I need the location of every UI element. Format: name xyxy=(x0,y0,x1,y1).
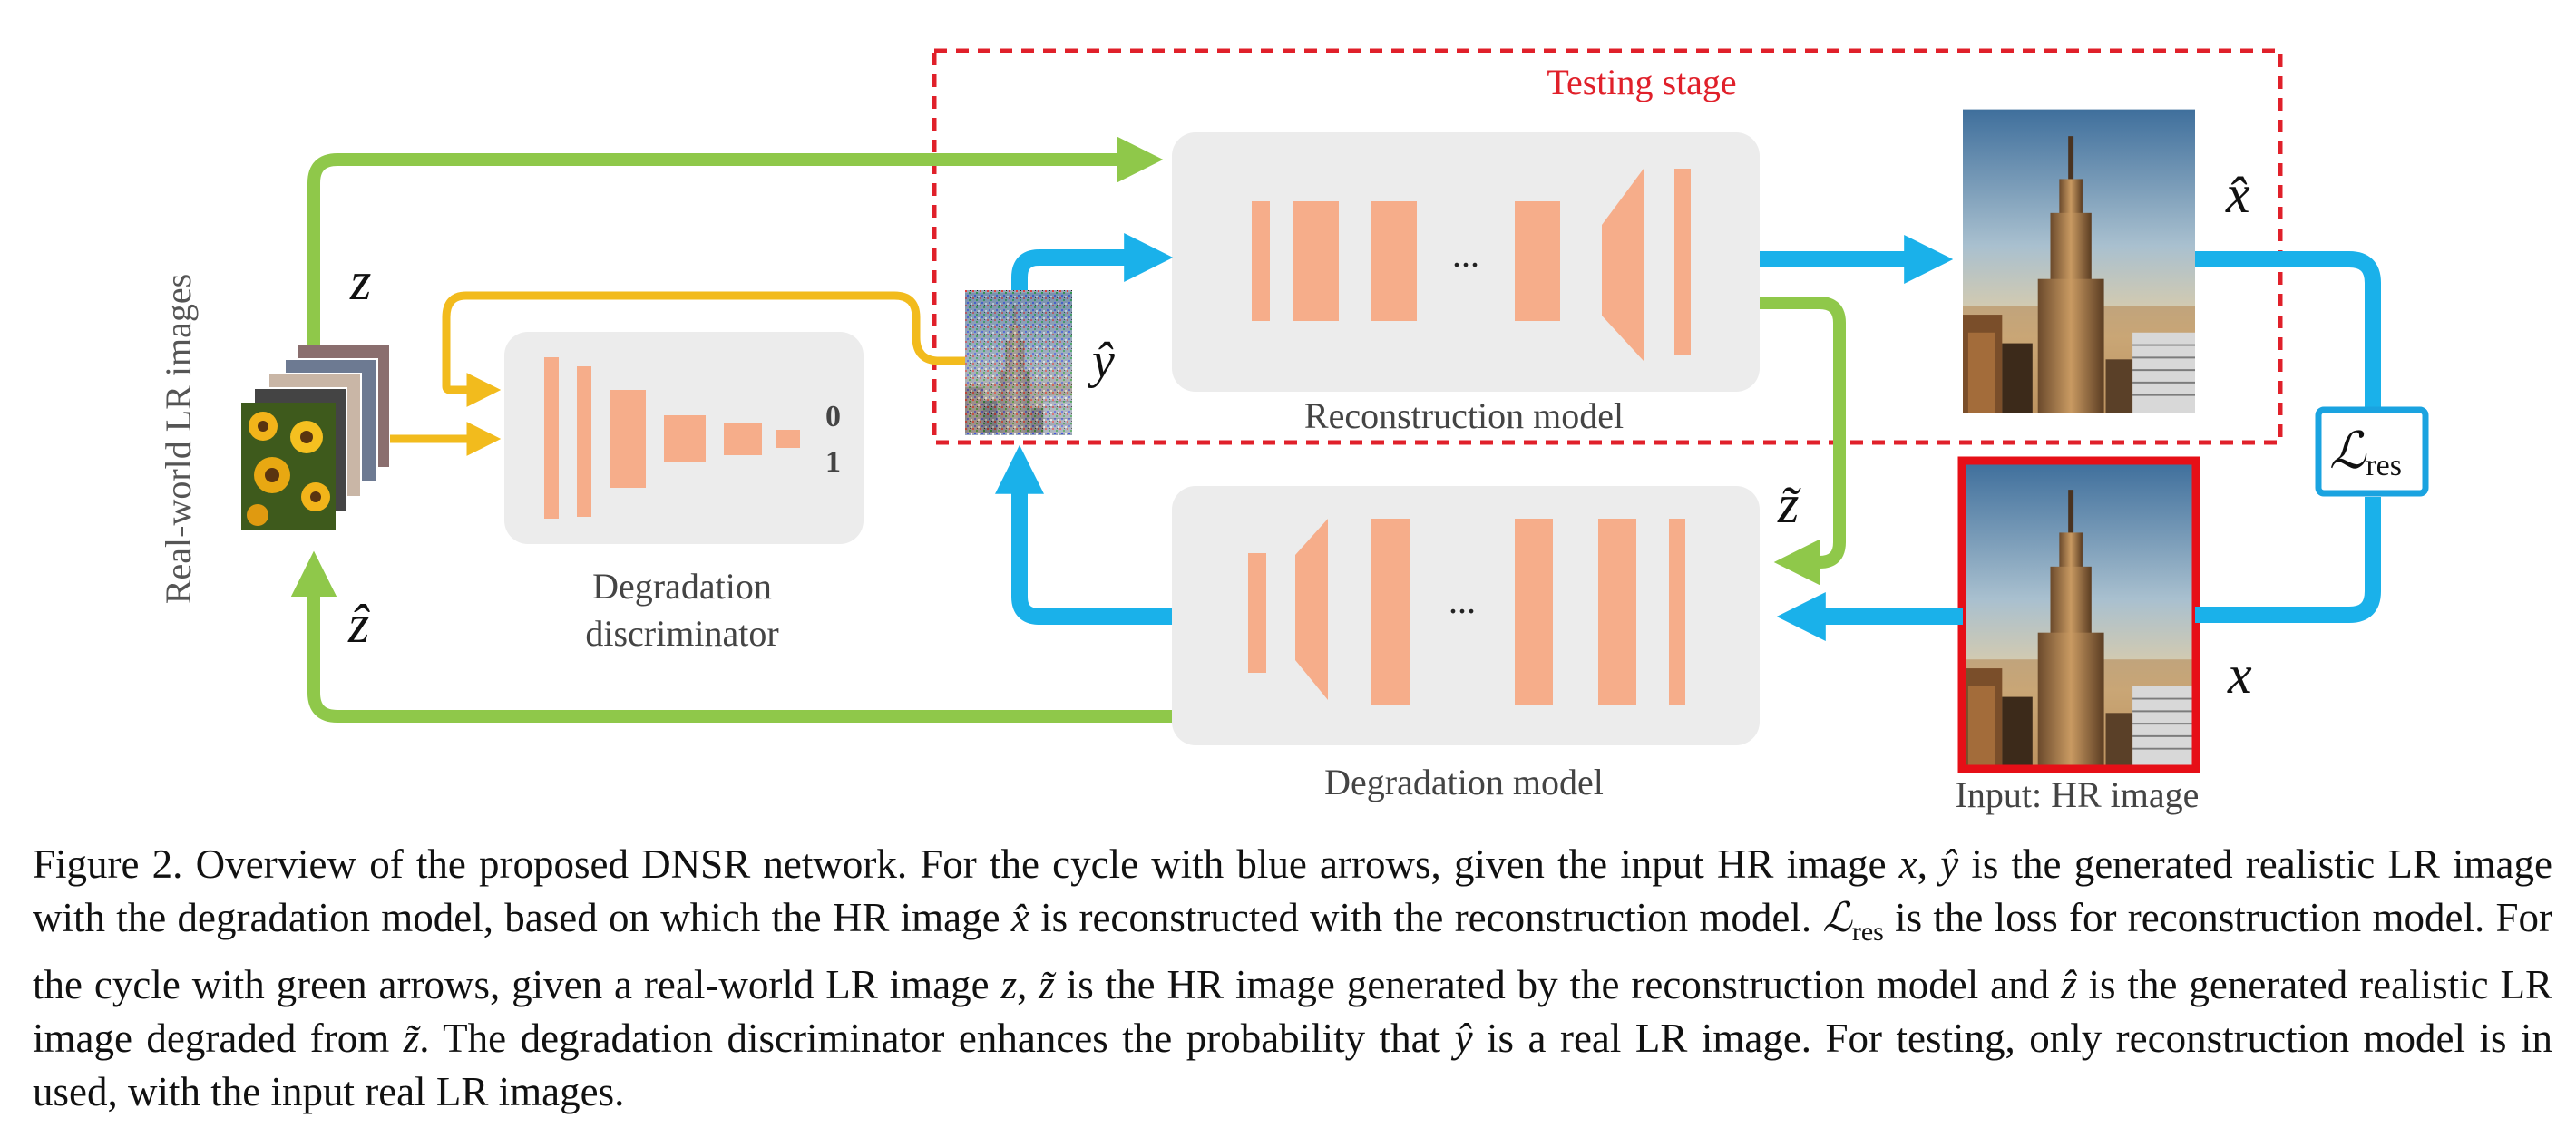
math-loss-sub: res xyxy=(1851,917,1884,947)
symbol-z-hat: ẑ xyxy=(347,594,370,654)
reconstruction-ellipsis: ... xyxy=(1452,234,1479,275)
blue-arrow-degradation-to-yhat xyxy=(995,444,1172,625)
symbol-z: z xyxy=(349,251,371,311)
discriminator-label-line2: discriminator xyxy=(585,613,778,654)
disc-output-0: 0 xyxy=(825,400,841,433)
discriminator-blocks xyxy=(544,357,800,519)
symbol-y-hat: ŷ xyxy=(1088,333,1115,389)
dnsr-overview-figure: Testing stage ... Reconstruction model .… xyxy=(158,48,2429,815)
blue-arrow-yhat-to-reconstruction xyxy=(1011,233,1174,290)
loss-symbol: ℒ xyxy=(2329,423,2367,480)
blue-arrow-xhat-to-loss xyxy=(2195,251,2381,408)
symbol-z-tilde: z̃ xyxy=(1777,474,1801,534)
reconstruction-blocks xyxy=(1252,169,1691,361)
green-arrow-z-to-reconstruction xyxy=(307,136,1164,345)
green-arrow-reconstruction-to-degradation xyxy=(1760,297,1846,586)
figure-caption: Figure 2. Overview of the proposed DNSR … xyxy=(33,841,2553,1114)
input-hr-label: Input: HR image xyxy=(1956,774,2200,815)
degradation-blocks xyxy=(1248,519,1685,705)
noisy-photo-icon xyxy=(965,290,1072,435)
math-y-hat-2: ŷ xyxy=(1454,1016,1473,1061)
tower-photo-icon xyxy=(1963,108,2195,414)
math-z-tilde-2: z̃ xyxy=(403,1016,420,1061)
math-loss: ℒ xyxy=(1822,895,1852,940)
yellow-arrow-yhat-to-discriminator xyxy=(442,291,965,407)
math-y-hat: ŷ xyxy=(1940,841,1959,887)
math-z-hat: ẑ xyxy=(2061,962,2077,1007)
blue-arrow-loss-to-x xyxy=(2195,497,2381,623)
degradation-model-label: Degradation model xyxy=(1324,762,1604,802)
loss-box: ℒres xyxy=(2315,406,2429,497)
degradation-ellipsis: ... xyxy=(1449,580,1476,621)
math-z: z xyxy=(1000,962,1018,1007)
reconstruction-model-label: Reconstruction model xyxy=(1304,395,1624,436)
green-arrow-degradation-to-lr xyxy=(290,550,1172,723)
svg-text:ℒres: ℒres xyxy=(2329,423,2402,482)
input-hr-image xyxy=(1957,456,2200,773)
lr-image-stack xyxy=(241,344,391,530)
discriminator-label-line1: Degradation xyxy=(592,566,772,607)
math-x: x xyxy=(1898,841,1917,887)
testing-stage-label: Testing stage xyxy=(1547,62,1736,102)
math-z-tilde: z̃ xyxy=(1039,962,1055,1007)
symbol-x-hat: x̂ xyxy=(2225,164,2250,224)
real-world-lr-label: Real-world LR images xyxy=(158,274,199,604)
symbol-x: x xyxy=(2227,645,2252,705)
disc-output-1: 1 xyxy=(825,445,841,479)
math-x-hat: x̂ xyxy=(1010,895,1029,940)
sunflower-photo-icon xyxy=(241,403,336,530)
loss-subscript: res xyxy=(2366,449,2402,482)
